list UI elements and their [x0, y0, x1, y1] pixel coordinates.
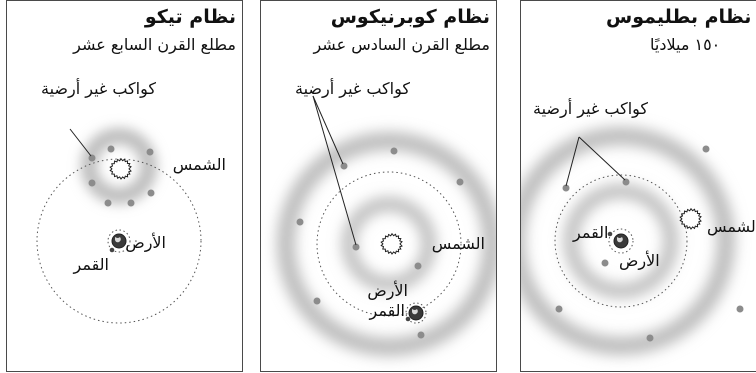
planet-dot-icon — [456, 178, 464, 186]
moon-label: القمر — [573, 223, 609, 242]
outer-planet-orbit-glow — [277, 132, 496, 356]
planet-orbit-glow — [81, 128, 157, 204]
planet-dot-icon — [390, 147, 398, 155]
moon-orbit-path — [608, 228, 634, 254]
planets-pointer-line — [69, 128, 92, 157]
moon-label: القمر — [369, 301, 406, 320]
planet-dots — [88, 145, 155, 207]
planet-dot-icon — [146, 148, 154, 156]
moon-icon — [607, 231, 613, 237]
planets-pointer-line — [312, 95, 357, 246]
planet-dot-icon — [107, 145, 115, 153]
sun-icon — [380, 232, 403, 255]
moon-icon — [405, 316, 411, 322]
planet-dot-icon — [88, 179, 96, 187]
sun-orbit-path — [36, 158, 202, 324]
planet-dot-icon — [702, 145, 710, 153]
copernicus-diagram — [277, 95, 496, 356]
outer-planet-orbit-glow — [521, 127, 735, 355]
planet-dot-icon — [340, 162, 348, 170]
moon-icon — [109, 247, 115, 253]
planets-pointer-line — [578, 136, 626, 181]
planet-dot-icon — [417, 331, 425, 339]
copernicus-system-panel: نظام كوبرنيكوس مطلع القرن السادس عشر كوا… — [260, 0, 497, 372]
panel-subtitle: مطلع القرن السادس عشر — [313, 35, 490, 54]
moon-orbit-path — [107, 229, 131, 253]
tycho-system-panel: نظام تيكو مطلع القرن السابع عشر كواكب غي… — [6, 0, 243, 372]
planets-label: كواكب غير أرضية — [533, 99, 649, 118]
earth-icon — [111, 233, 127, 249]
earth-label: الأرض — [367, 281, 408, 300]
planet-dot-icon — [104, 199, 112, 207]
panel-subtitle: ١٥٠ ميلاديًا — [650, 35, 721, 54]
planet-dot-icon — [296, 218, 304, 226]
inner-planet-orbit-glow — [564, 184, 678, 298]
planets-pointer-line — [312, 95, 344, 165]
earth-icon — [613, 233, 629, 249]
sun-label: الشمس — [707, 217, 756, 236]
ptolemy-system-panel: نظام بطليموس ١٥٠ ميلاديًا كواكب غير أرضي… — [520, 0, 756, 372]
panel-title: نظام بطليموس — [606, 6, 752, 28]
planet-dots — [555, 145, 744, 342]
earth-label: الأرض — [619, 251, 660, 270]
planet-dot-icon — [127, 199, 135, 207]
planet-dot-icon — [622, 178, 630, 186]
earth-orbit-path — [316, 171, 462, 317]
planet-dot-icon — [352, 243, 360, 251]
inner-planet-orbit-glow — [342, 197, 436, 291]
sun-label: الشمس — [431, 234, 485, 253]
moon-orbit-path — [405, 302, 427, 324]
planet-dot-icon — [414, 262, 422, 270]
ptolemy-diagram — [521, 127, 744, 355]
tycho-diagram — [36, 128, 202, 324]
planets-pointer-line — [565, 136, 580, 187]
earth-icon — [408, 305, 424, 321]
planets-label: كواكب غير أرضية — [294, 79, 410, 98]
sun-icon — [109, 157, 132, 180]
planet-dots — [296, 147, 464, 339]
planet-dot-icon — [313, 297, 321, 305]
planet-dot-icon — [147, 189, 155, 197]
planet-dot-icon — [736, 305, 744, 313]
panel-subtitle: مطلع القرن السابع عشر — [73, 35, 236, 54]
planet-dot-icon — [88, 154, 96, 162]
sun-label: الشمس — [172, 155, 226, 174]
panel-title: نظام تيكو — [144, 6, 236, 28]
sun-orbit-path — [554, 174, 688, 308]
moon-label: القمر — [73, 255, 110, 274]
planet-dot-icon — [555, 305, 563, 313]
sun-icon — [679, 207, 702, 230]
panel-title: نظام كوبرنيكوس — [330, 6, 490, 28]
planet-dot-icon — [646, 334, 654, 342]
planets-label: كواكب غير أرضية — [40, 79, 156, 98]
planet-dot-icon — [601, 259, 609, 267]
planet-dot-icon — [562, 184, 570, 192]
earth-label: الأرض — [125, 233, 166, 252]
